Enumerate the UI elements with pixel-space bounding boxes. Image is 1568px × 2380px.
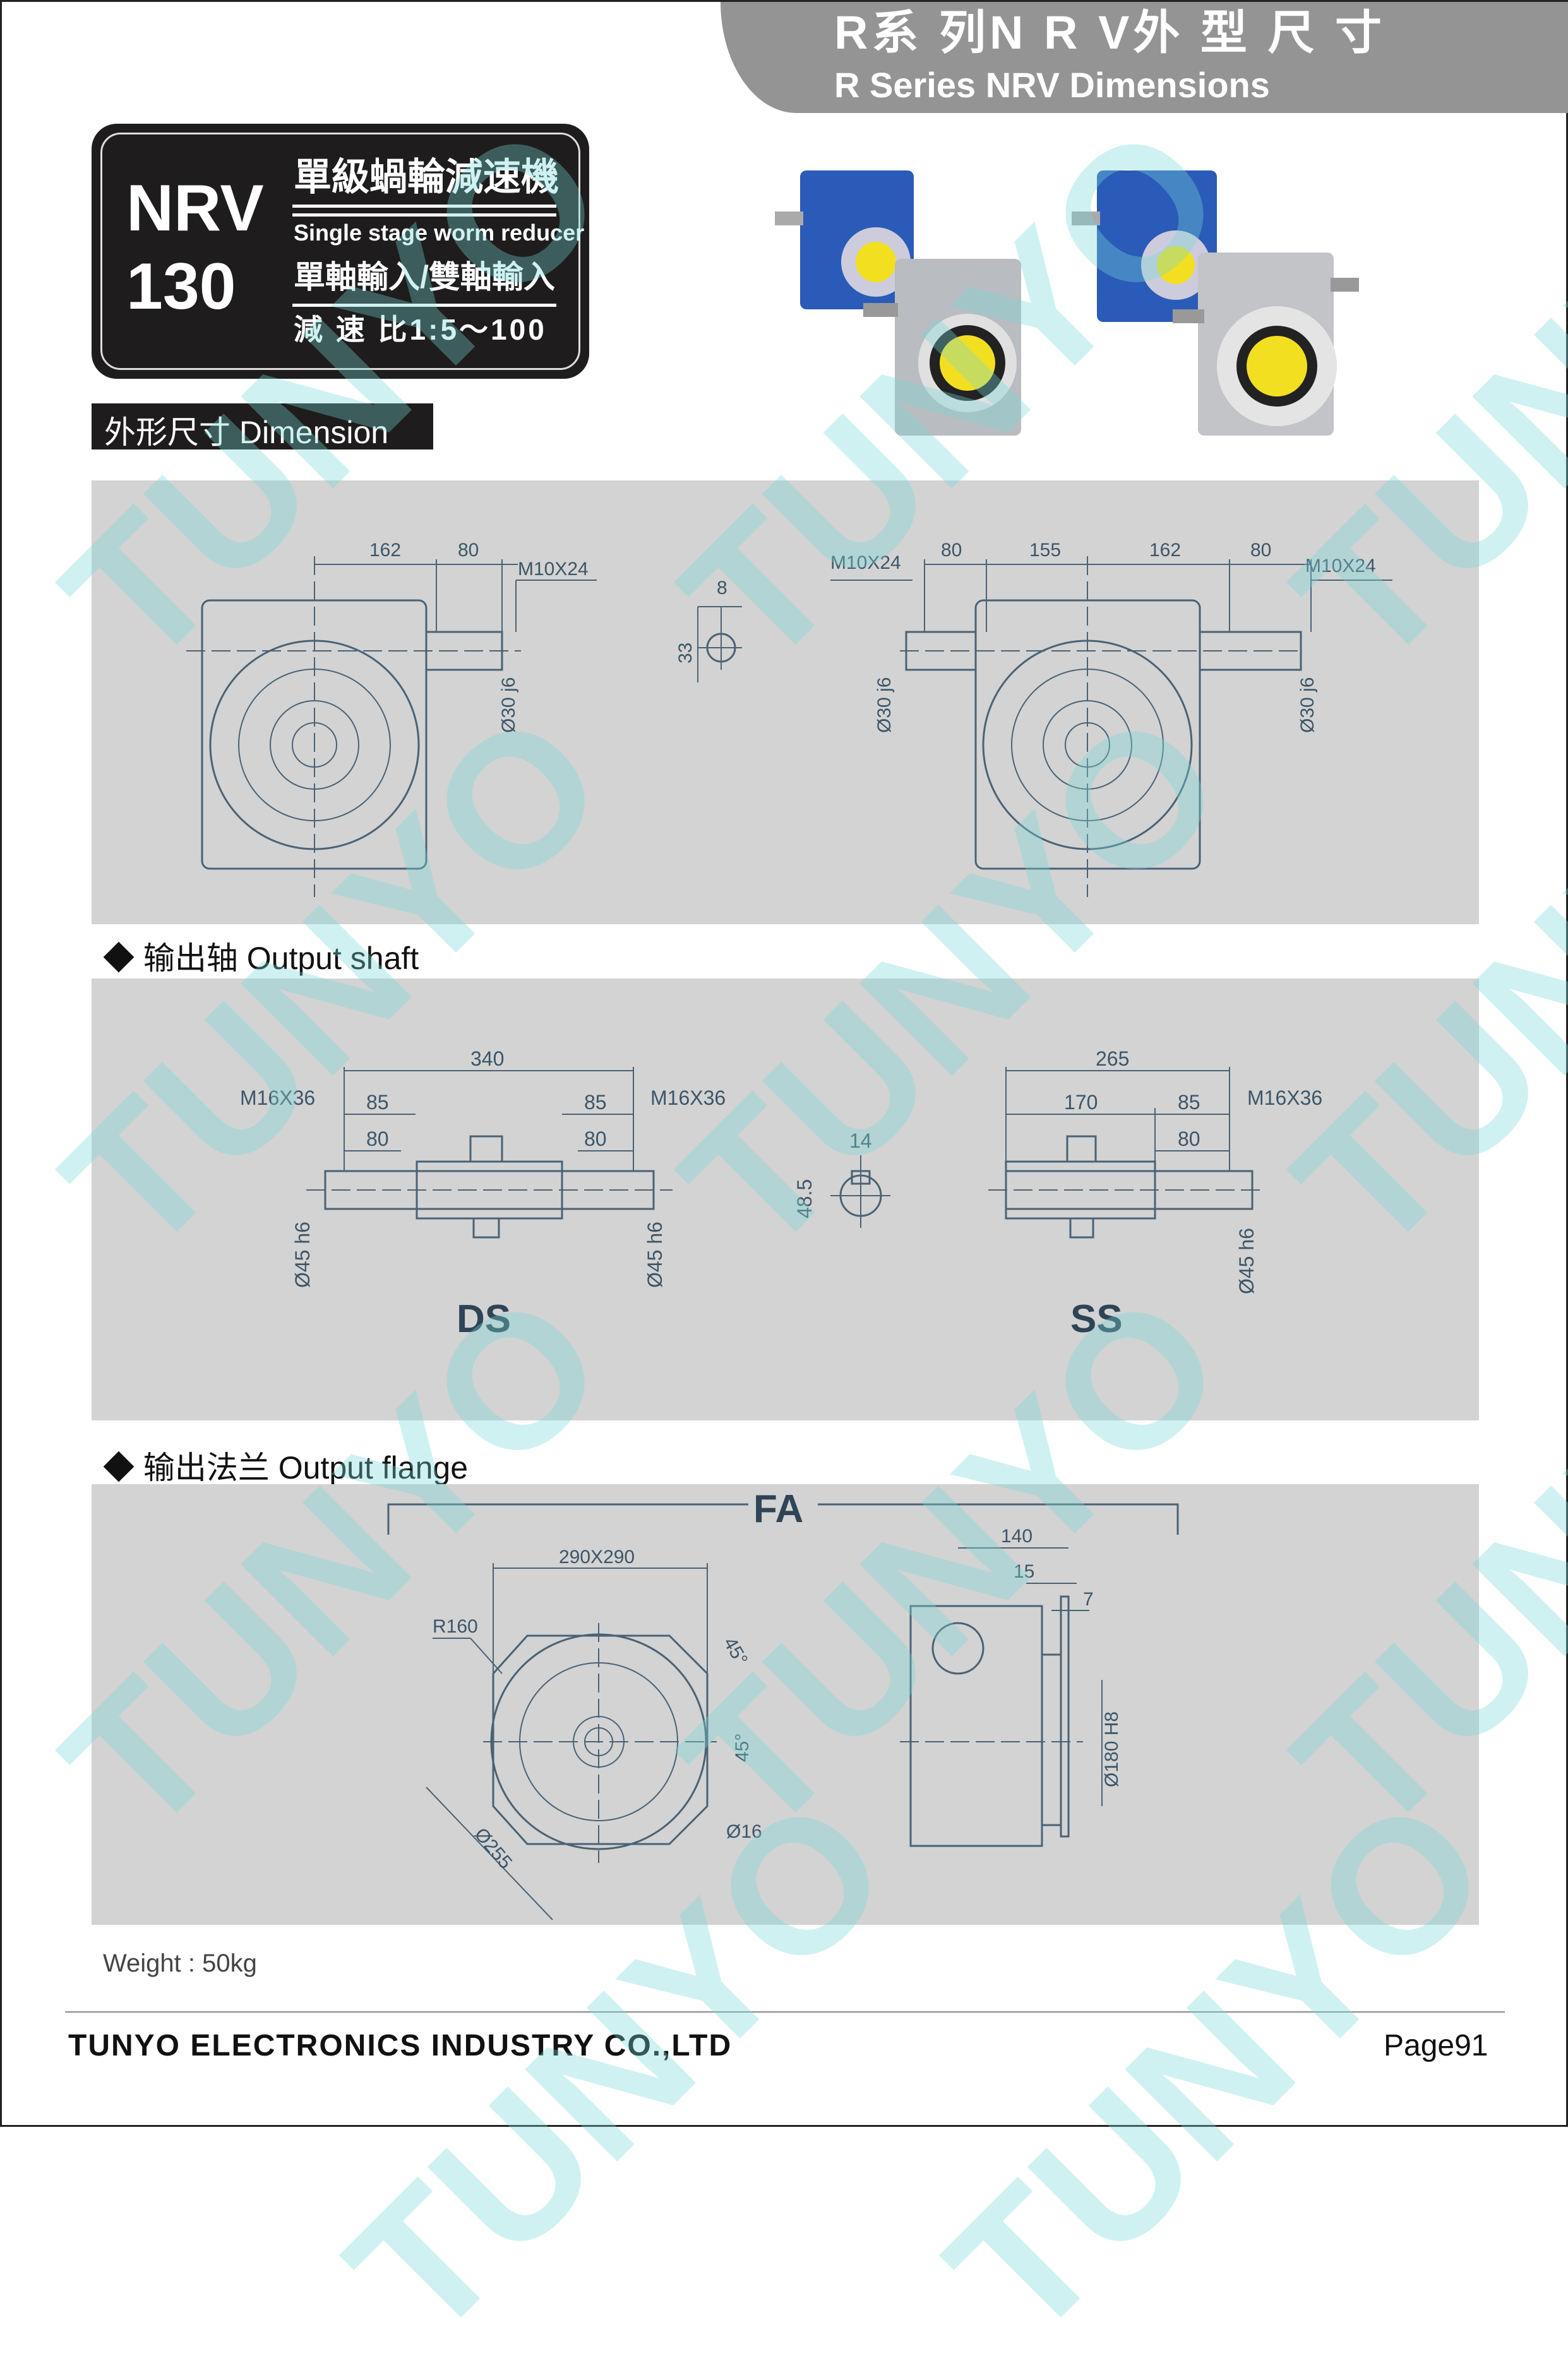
thread-left: M10X24 (830, 552, 901, 573)
output-shaft-heading: ◆ 输出轴 Output shaft (103, 941, 419, 976)
dim-85-left: 85 (366, 1091, 389, 1114)
ss-shaft-drawing: 265 170 85 80 M16X36 Ø45 h6 SS (988, 1047, 1322, 1341)
flange-front-drawing: 290X290 R160 45° 45° Ø16 Ø255 (426, 1547, 762, 1920)
footer-divider (65, 2011, 1505, 2013)
radius-dim: R160 (433, 1616, 478, 1637)
spigot-dia: Ø180 H8 (1101, 1711, 1122, 1787)
angle-2: 45° (732, 1734, 753, 1762)
output-shaft-panel: 340 85 85 80 80 M16X36 M16X36 Ø45 h6 Ø45… (92, 979, 1479, 1420)
dim-162: 162 (369, 540, 401, 561)
silver-reducer-left (863, 259, 1021, 436)
ss-label: SS (1070, 1297, 1123, 1341)
shaft-dia: Ø30 j6 (498, 677, 519, 733)
dim-155: 155 (1029, 540, 1061, 561)
left-reducer-drawing: 162 80 M10X24 Ø30 j6 (186, 540, 597, 897)
model-name-zh: 單級蝸輪減速機 (294, 156, 559, 198)
dim-85: 85 (1178, 1091, 1200, 1114)
key-section-drawing: 8 33 (675, 578, 742, 682)
weight: Weight : 50kg (103, 1949, 257, 1977)
square-dim: 290X290 (559, 1547, 635, 1568)
model-line1: NRV (126, 172, 264, 245)
key-height: 48.5 (793, 1179, 816, 1218)
right-reducer-drawing: M10X24 80 155 162 80 M10X24 Ø30 j6 Ø30 j… (830, 540, 1392, 897)
page-header-tab: R系 列N R V外 型 尺 寸 R Series NRV Dimensions (721, 2, 1568, 113)
dim-140: 140 (1001, 1526, 1032, 1547)
pcd: Ø255 (470, 1824, 516, 1872)
dim-80-right: 80 (584, 1128, 607, 1150)
input-dimension-panel: 162 80 M10X24 Ø30 j6 8 33 M10X24 80 155 … (92, 480, 1479, 924)
dim-80-left: 80 (366, 1128, 389, 1150)
input-type: 單軸輸入/雙軸輸入 (294, 259, 555, 295)
dim-80: 80 (458, 540, 479, 561)
key-width: 14 (849, 1129, 872, 1152)
fa-label: FA (753, 1487, 803, 1531)
key-width: 8 (717, 578, 727, 598)
dim-80-right: 80 (1250, 540, 1271, 561)
silver-reducer-right (1173, 253, 1359, 436)
dim-162: 162 (1149, 540, 1181, 561)
model-line2: 130 (126, 250, 236, 323)
ds-shaft-drawing: 340 85 85 80 80 M16X36 M16X36 Ø45 h6 Ø45… (240, 1047, 726, 1341)
thread-right: M16X36 (650, 1086, 726, 1109)
model-name-en: Single stage worm reducer (294, 220, 585, 246)
hole-dia: Ø16 (726, 1821, 762, 1842)
ratio: 減 速 比1:5～100 (294, 313, 547, 346)
dim-80: 80 (1178, 1128, 1200, 1150)
dim-80-left: 80 (941, 540, 962, 561)
blue-reducer-right (1072, 170, 1217, 322)
dim-7: 7 (1083, 1589, 1094, 1610)
key-height: 33 (675, 643, 696, 663)
shaft-dia-right: Ø30 j6 (1297, 677, 1318, 733)
dim-265: 265 (1096, 1047, 1129, 1070)
thread-right: M10X24 (1305, 556, 1376, 576)
thread-label: M10X24 (518, 559, 589, 580)
angle-1: 45° (719, 1634, 751, 1669)
company-name: TUNYO ELECTRONICS INDUSTRY CO.,LTD (68, 2029, 733, 2062)
flange-side-drawing: 140 15 7 Ø180 H8 (900, 1526, 1122, 1847)
dim-85-right: 85 (584, 1091, 607, 1114)
dim-15: 15 (1014, 1561, 1034, 1582)
output-key-drawing: 14 48.5 (793, 1129, 890, 1228)
product-photos (775, 170, 1359, 436)
output-flange-panel: FA 290X290 R160 45° 45° Ø16 Ø255 140 15 … (92, 1484, 1479, 1925)
thread: M16X36 (1247, 1086, 1322, 1109)
blue-reducer-left (775, 170, 914, 309)
dim-170: 170 (1064, 1091, 1098, 1114)
dimension-label: 外形尺寸 Dimension (92, 403, 433, 450)
shaft-dia-right: Ø45 h6 (643, 1222, 666, 1288)
header-title-en: R Series NRV Dimensions (834, 65, 1270, 105)
output-flange-heading: ◆ 输出法兰 Output flange (103, 1450, 469, 1485)
header-title-zh: R系 列N R V外 型 尺 寸 (834, 6, 1386, 59)
thread-left: M16X36 (240, 1086, 315, 1109)
dim-340: 340 (470, 1047, 504, 1070)
shaft-dia-left: Ø30 j6 (874, 677, 895, 733)
page-number: Page91 (1384, 2029, 1488, 2062)
shaft-dia: Ø45 h6 (1235, 1228, 1258, 1294)
shaft-dia-left: Ø45 h6 (291, 1222, 314, 1288)
ds-label: DS (457, 1297, 511, 1341)
model-box: NRV 130 單級蝸輪減速機 Single stage worm reduce… (92, 124, 589, 379)
